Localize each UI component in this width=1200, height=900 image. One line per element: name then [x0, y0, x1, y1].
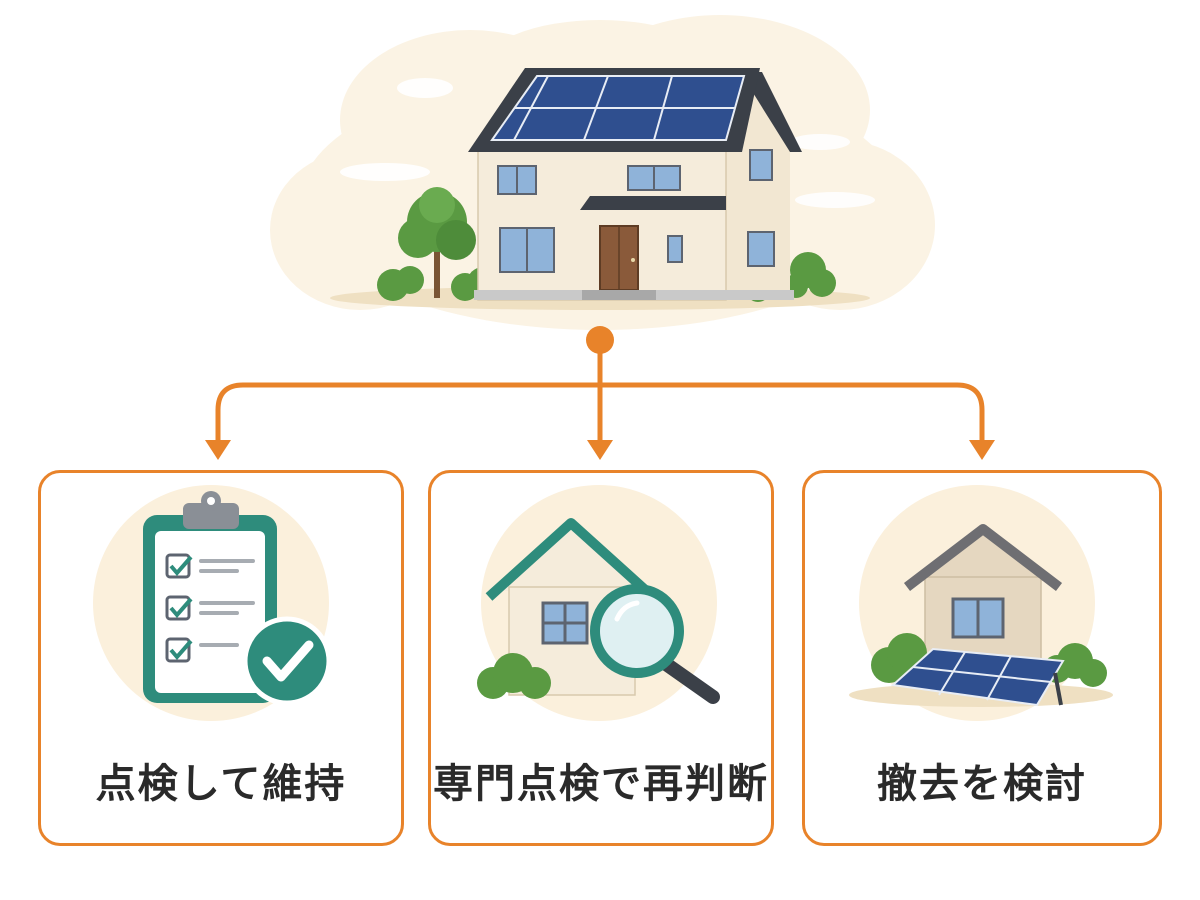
tree-icon [398, 187, 476, 298]
house-panel-removed-icon [849, 485, 1113, 721]
branch-label-maintain: 点検して維持 [95, 761, 347, 807]
bush-icon [477, 653, 551, 699]
solar-panel-grid [890, 647, 1065, 707]
branch-card-maintain: 点検して維持 [38, 470, 404, 846]
branch-connectors [215, 337, 985, 443]
branch-label-remove: 撤去を検討 [877, 761, 1087, 807]
solar-house-icon [468, 68, 802, 301]
house-magnifier-icon [477, 485, 720, 721]
clipboard-check-icon [93, 485, 332, 721]
solar-panel-grid [490, 75, 746, 141]
branch-card-reassess: 専門点検で再判断 [428, 470, 774, 846]
branch-card-remove: 撤去を検討 [802, 470, 1162, 846]
hero-and-connectors [205, 15, 995, 460]
arrowhead-icons [205, 440, 995, 460]
branch-label-reassess: 専門点検で再判断 [433, 761, 769, 807]
branch-origin-dot [586, 326, 614, 354]
small-clouds [340, 78, 875, 208]
